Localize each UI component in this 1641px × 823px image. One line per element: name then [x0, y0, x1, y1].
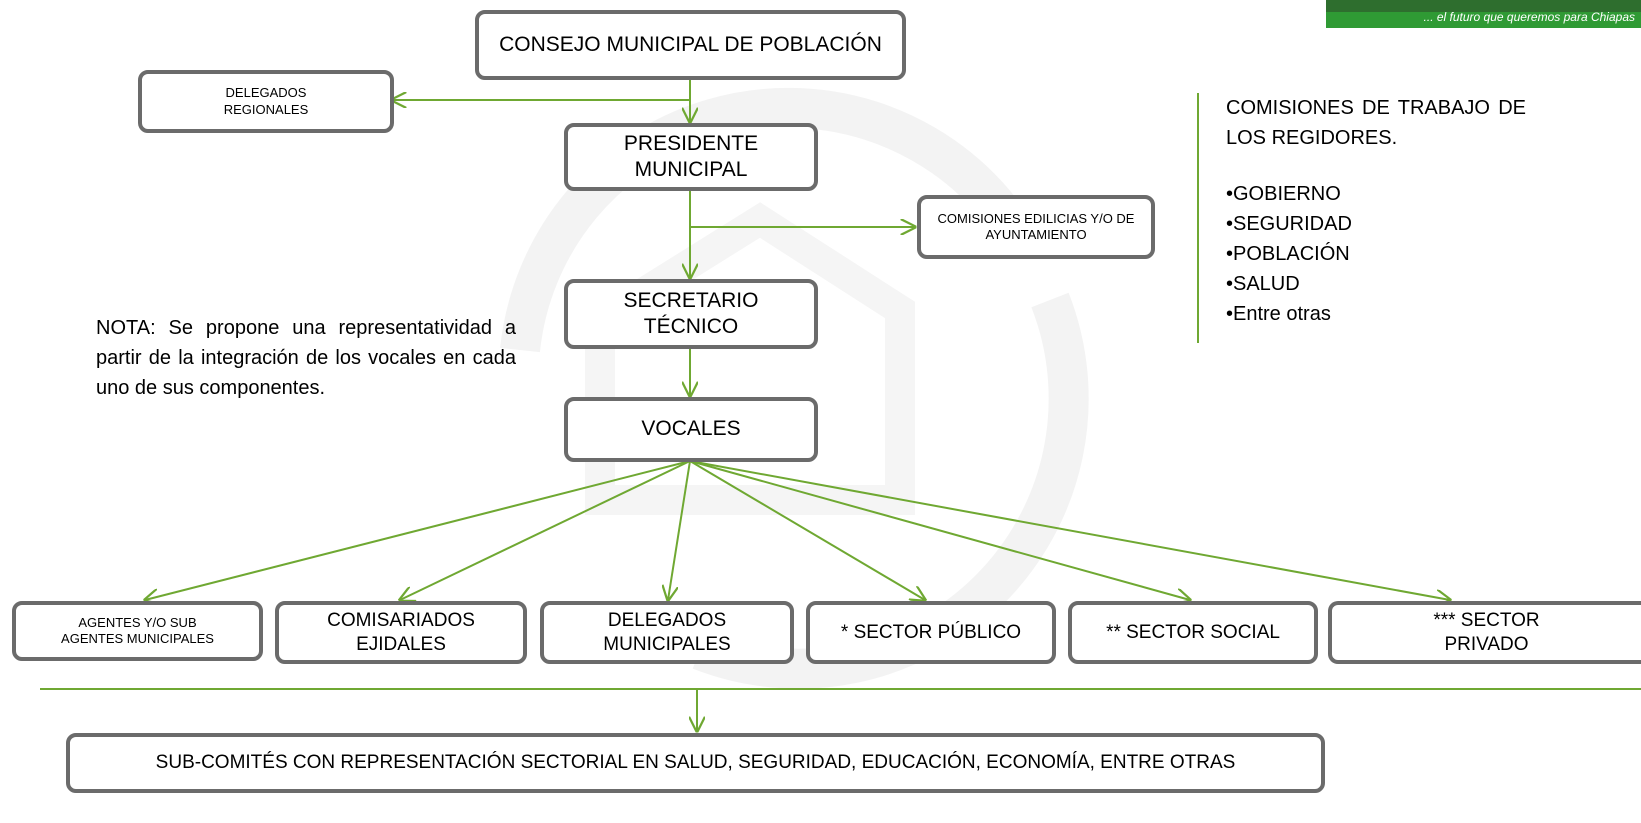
node-delegados-municipales: DELEGADOS MUNICIPALES	[540, 601, 794, 664]
node-consejo: CONSEJO MUNICIPAL DE POBLACIÓN	[475, 10, 906, 80]
commissions-title: COMISIONES DE TRABAJO DE LOS REGIDORES.	[1226, 97, 1526, 149]
node-vocales: VOCALES	[564, 397, 818, 462]
brand-banner: ... el futuro que queremos para Chiapas	[1326, 0, 1641, 28]
arrow-vocales-sector-social	[689, 460, 1190, 600]
commission-item: •POBLACIÓN	[1226, 243, 1350, 265]
commission-item: •SALUD	[1226, 273, 1300, 295]
node-agentes: AGENTES Y/O SUB AGENTES MUNICIPALES	[12, 601, 263, 661]
node-comisiones-edilicias: COMISIONES EDILICIAS Y/O DE AYUNTAMIENTO	[917, 195, 1155, 259]
commission-item: •GOBIERNO	[1226, 183, 1341, 205]
arrow-vocales-agentes	[145, 460, 691, 600]
node-delegados-regionales: DELEGADOS REGIONALES	[138, 70, 394, 133]
node-sector-privado: *** SECTOR PRIVADO	[1328, 601, 1641, 664]
node-sector-publico: * SECTOR PÚBLICO	[806, 601, 1056, 664]
brand-tagline: ... el futuro que queremos para Chiapas	[1423, 10, 1635, 24]
divider-line	[40, 688, 1641, 690]
node-sector-social: ** SECTOR SOCIAL	[1068, 601, 1318, 664]
commission-item: •SEGURIDAD	[1226, 213, 1352, 235]
commissions-panel: COMISIONES DE TRABAJO DE LOS REGIDORES. …	[1226, 93, 1526, 329]
node-comisariados: COMISARIADOS EJIDALES	[275, 601, 527, 664]
note-text: NOTA: Se propone una representatividad a…	[96, 317, 516, 399]
commission-item: •Entre otras	[1226, 303, 1331, 325]
node-secretario: SECRETARIO TÉCNICO	[564, 279, 818, 349]
commissions-divider	[1197, 93, 1199, 343]
arrow-vocales-sector-publico	[689, 460, 925, 600]
arrow-vocales-comisariados	[400, 460, 691, 600]
node-subcomites: SUB-COMITÉS CON REPRESENTACIÓN SECTORIAL…	[66, 733, 1325, 793]
node-presidente: PRESIDENTE MUNICIPAL	[564, 123, 818, 191]
arrow-vocales-sector-privado	[689, 460, 1450, 600]
arrow-vocales-delegados-municipales	[668, 460, 691, 600]
